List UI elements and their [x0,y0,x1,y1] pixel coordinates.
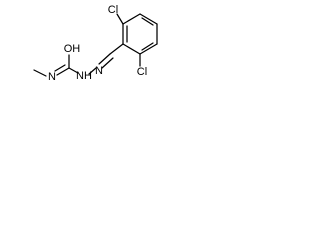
chlorine-top-label: Cl [108,4,118,16]
amide-nh-label: NH [76,70,92,82]
ring-bond-c5-c6 [122,13,141,25]
ring-double-bond-inner-bottom [141,42,154,51]
ring-bond-c1-c2 [122,43,141,55]
bond-ring-to-imine-carbon [109,43,124,55]
imine-double-bond-a [98,53,111,65]
benzene-ring [122,13,158,55]
chlorine-bottom-label: Cl [137,66,147,78]
imine-double-bond-b [101,57,114,69]
methyl-nitrogen-label: N [48,71,56,83]
bond-carbonyl-carbon-to-n [56,67,70,76]
ring-double-bond-inner-top [141,17,154,26]
bond-n-to-methyl [33,69,47,77]
hydrazone-nitrogen-label: N [95,65,103,77]
bond-carbonyl-carbon-to-n-double [54,64,66,72]
ring-bond-c4-c5 [139,13,158,25]
ring-bond-c2-c3 [139,43,158,55]
bond-hydrazone-n-to-nh [88,67,97,75]
chemical-structure-diagram: Cl Cl N NH OH N [33,4,158,83]
bond-ring-chlorine-top [116,13,124,25]
bond-nh-to-carbonyl-carbon [68,67,79,74]
hydroxyl-label: OH [64,43,81,55]
